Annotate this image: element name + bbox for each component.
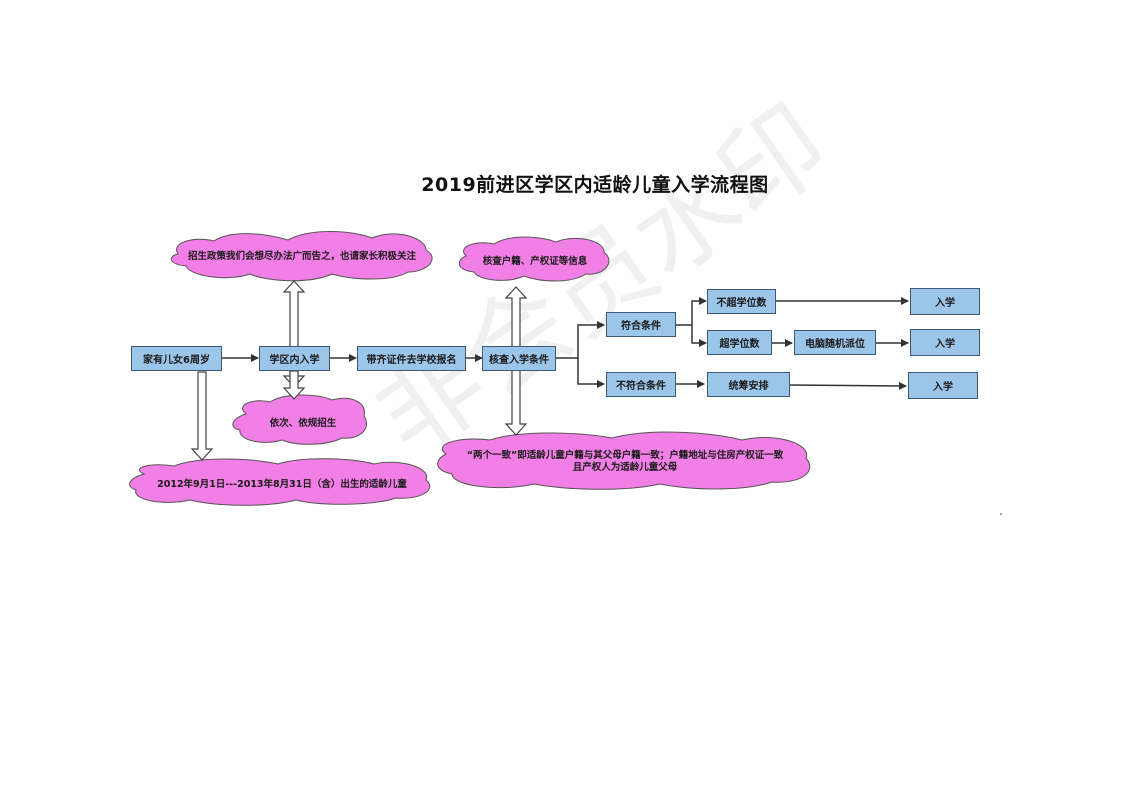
cloud-two-consistent-line1: “两个一致”即适龄儿童户籍与其父母户籍一致；户籍地址与住房产权证一致 [466, 450, 784, 462]
box-verify: 核查入学条件 [482, 346, 556, 371]
box-register: 带齐证件去学校报名 [357, 346, 466, 371]
page-title: 2019前进区学区内适龄儿童入学流程图 [421, 174, 769, 196]
cloud-policy-shape [170, 231, 433, 282]
cloud-order-shape [232, 394, 367, 445]
arrow-qualified-to-under [676, 297, 707, 326]
box-under-seats: 不超学位数 [707, 289, 776, 314]
box-start: 家有儿女6周岁 [131, 346, 222, 371]
box-over-seats: 超学位数 [707, 330, 772, 355]
cloud-age-range-shape [129, 458, 431, 506]
box-admit-1: 入学 [910, 288, 980, 315]
box-unqualified: 不符合条件 [606, 372, 676, 397]
cloud-two-consistent-shape [437, 431, 811, 490]
arrow-coordinate-to-admit [789, 381, 907, 390]
hollow-arrow-district-down [282, 370, 306, 400]
cloud-policy-text: 招生政策我们会想尽办法广而告之，也请家长积极关注 [187, 251, 416, 263]
cloud-age-range-text: 2012年9月1日---2013年8月31日（含）出生的适龄儿童 [157, 479, 407, 491]
box-admit-3: 入学 [908, 372, 978, 399]
cloud-check-docs-text: 核查户籍、产权证等信息 [482, 256, 588, 268]
stray-dot [1000, 513, 1002, 515]
box-district: 学区内入学 [259, 346, 330, 371]
cloud-two-consistent-text: “两个一致”即适龄儿童户籍与其父母户籍一致；户籍地址与住房产权证一致 且产权人为… [440, 444, 810, 480]
box-coordinate: 统筹安排 [707, 372, 790, 397]
arrow-verify-to-qualified [556, 321, 605, 359]
box-admit-2: 入学 [910, 329, 980, 356]
cloud-order-text: 依次、依规招生 [269, 418, 337, 430]
cloud-check-docs-shape [458, 236, 610, 282]
arrow-qualified-to-over [691, 325, 707, 347]
hollow-arrow-start-down [190, 371, 214, 461]
arrow-verify-to-unqualified [577, 358, 605, 388]
cloud-two-consistent-line2: 且产权人为适龄儿童父母 [572, 462, 678, 473]
box-qualified: 符合条件 [606, 312, 676, 337]
box-lottery: 电脑随机派位 [794, 330, 876, 355]
